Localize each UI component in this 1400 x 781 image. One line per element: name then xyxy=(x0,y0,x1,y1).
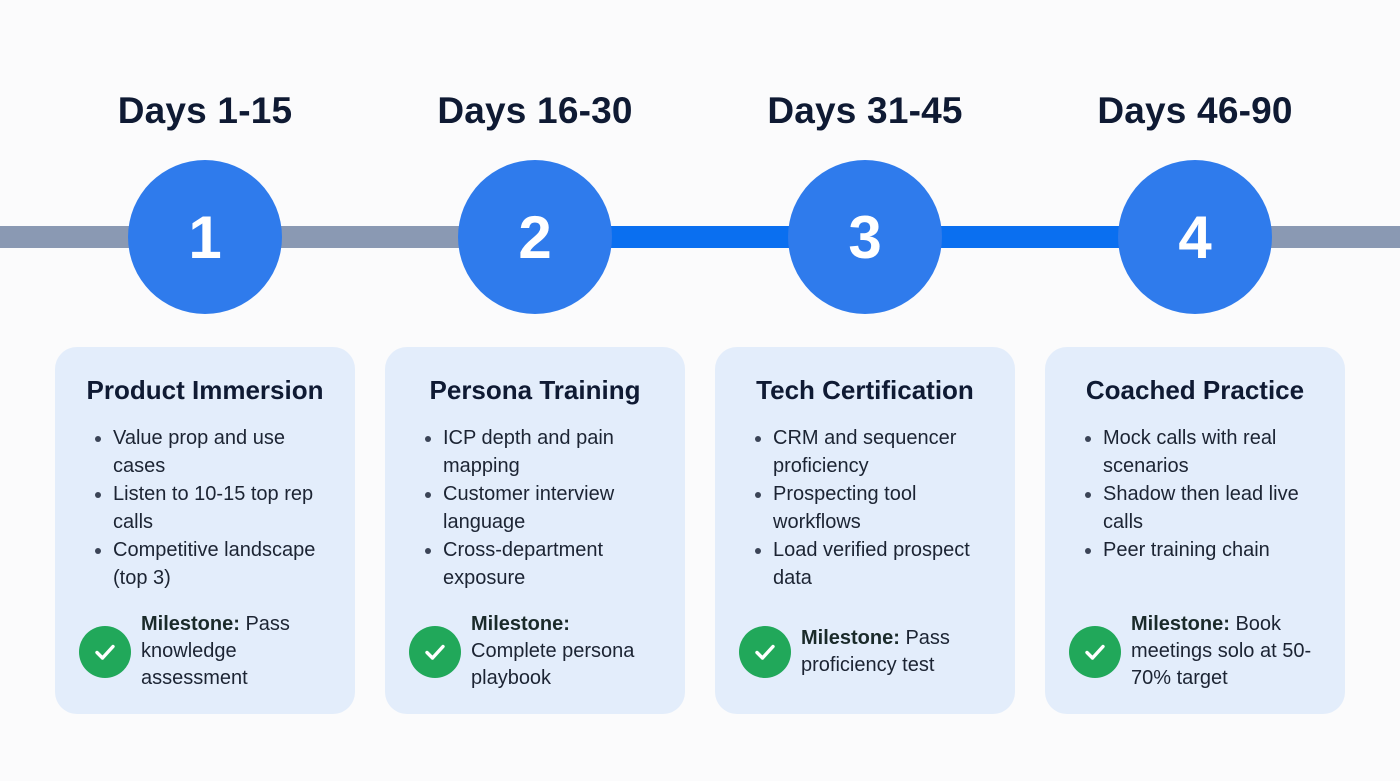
milestone-text: Milestone: Pass knowledge assessment xyxy=(141,611,345,692)
list-item: Listen to 10-15 top rep calls xyxy=(93,480,341,536)
phase-4-title: Coached Practice xyxy=(1085,375,1305,405)
milestone-label: Milestone: xyxy=(1131,613,1230,635)
phase-2-title: Persona Training xyxy=(429,375,641,405)
milestone-value: Pass knowledge assessment xyxy=(141,613,290,689)
list-item: Mock calls with real scenarios xyxy=(1083,424,1331,480)
phase-2-bullet-list: ICP depth and pain mapping Customer inte… xyxy=(423,424,671,592)
check-circle-icon xyxy=(79,625,131,678)
phase-1-milestone: Milestone: Pass knowledge assessment xyxy=(79,611,345,692)
milestone-value: Complete persona playbook xyxy=(471,640,635,689)
phase-3-bullet-list: CRM and sequencer proficiency Prospectin… xyxy=(753,424,1001,592)
list-item: Customer interview language xyxy=(423,480,671,536)
phase-3-step-circle: 3 xyxy=(788,160,942,314)
phase-3-days: Days 31-45 xyxy=(767,90,963,131)
list-item: Value prop and use cases xyxy=(93,424,341,480)
check-circle-icon xyxy=(739,626,791,678)
list-item: Peer training chain xyxy=(1083,536,1331,564)
phase-4-card: Coached Practice Mock calls with real sc… xyxy=(1045,347,1345,714)
phase-1-bullet-list: Value prop and use cases Listen to 10-15… xyxy=(93,424,341,592)
list-item: Load verified prospect data xyxy=(753,536,1001,592)
check-circle-icon xyxy=(1069,625,1121,678)
milestone-text: Milestone: Complete persona playbook xyxy=(471,611,675,692)
phase-3-card: Tech Certification CRM and sequencer pro… xyxy=(715,347,1015,714)
milestone-label: Milestone: xyxy=(471,613,570,635)
phase-1-card: Product Immersion Value prop and use cas… xyxy=(55,347,355,714)
milestone-text: Milestone: Pass proficiency test xyxy=(801,625,1005,679)
phase-1-days: Days 1-15 xyxy=(117,90,293,131)
check-circle-icon xyxy=(409,625,461,678)
phase-3-milestone: Milestone: Pass proficiency test xyxy=(739,625,1005,679)
list-item: Shadow then lead live calls xyxy=(1083,480,1331,536)
list-item: Cross-department exposure xyxy=(423,536,671,592)
phase-4-milestone: Milestone: Book meetings solo at 50-70% … xyxy=(1069,611,1335,692)
milestone-value: Pass proficiency test xyxy=(801,627,950,676)
phase-4-days: Days 46-90 xyxy=(1097,90,1293,131)
list-item: Competitive landscape (top 3) xyxy=(93,536,341,592)
milestone-label: Milestone: xyxy=(141,613,240,635)
milestone-label: Milestone: xyxy=(801,627,900,649)
list-item: Prospecting tool workflows xyxy=(753,480,1001,536)
list-item: ICP depth and pain mapping xyxy=(423,424,671,480)
milestone-text: Milestone: Book meetings solo at 50-70% … xyxy=(1131,611,1335,692)
phase-1-step-circle: 1 xyxy=(128,160,282,314)
phase-2-step-circle: 2 xyxy=(458,160,612,314)
phase-4-step-circle: 4 xyxy=(1118,160,1272,314)
list-item: CRM and sequencer proficiency xyxy=(753,424,1001,480)
phase-2-days: Days 16-30 xyxy=(437,90,633,131)
phase-1-title: Product Immersion xyxy=(86,375,324,405)
phase-4-bullet-list: Mock calls with real scenarios Shadow th… xyxy=(1083,424,1331,564)
phase-3-title: Tech Certification xyxy=(756,375,974,405)
milestone-value: Book meetings solo at 50-70% target xyxy=(1131,613,1312,689)
phase-2-milestone: Milestone: Complete persona playbook xyxy=(409,611,675,692)
phase-2-card: Persona Training ICP depth and pain mapp… xyxy=(385,347,685,714)
